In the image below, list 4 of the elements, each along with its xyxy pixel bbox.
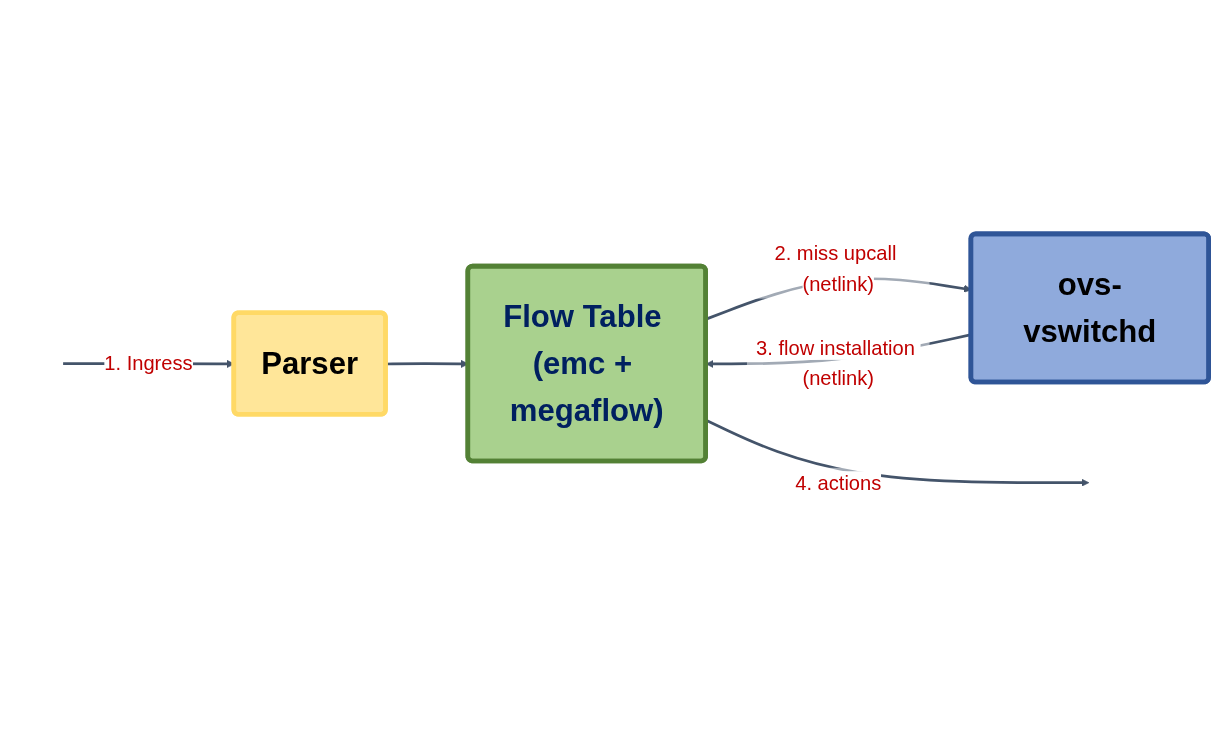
- edge-label: 1. Ingress: [104, 352, 193, 375]
- edge-label: 4. actions: [795, 471, 882, 495]
- edge-label: 3. flow installation (netlink): [756, 337, 915, 391]
- edge-label: 2. miss upcall (netlink): [774, 242, 897, 296]
